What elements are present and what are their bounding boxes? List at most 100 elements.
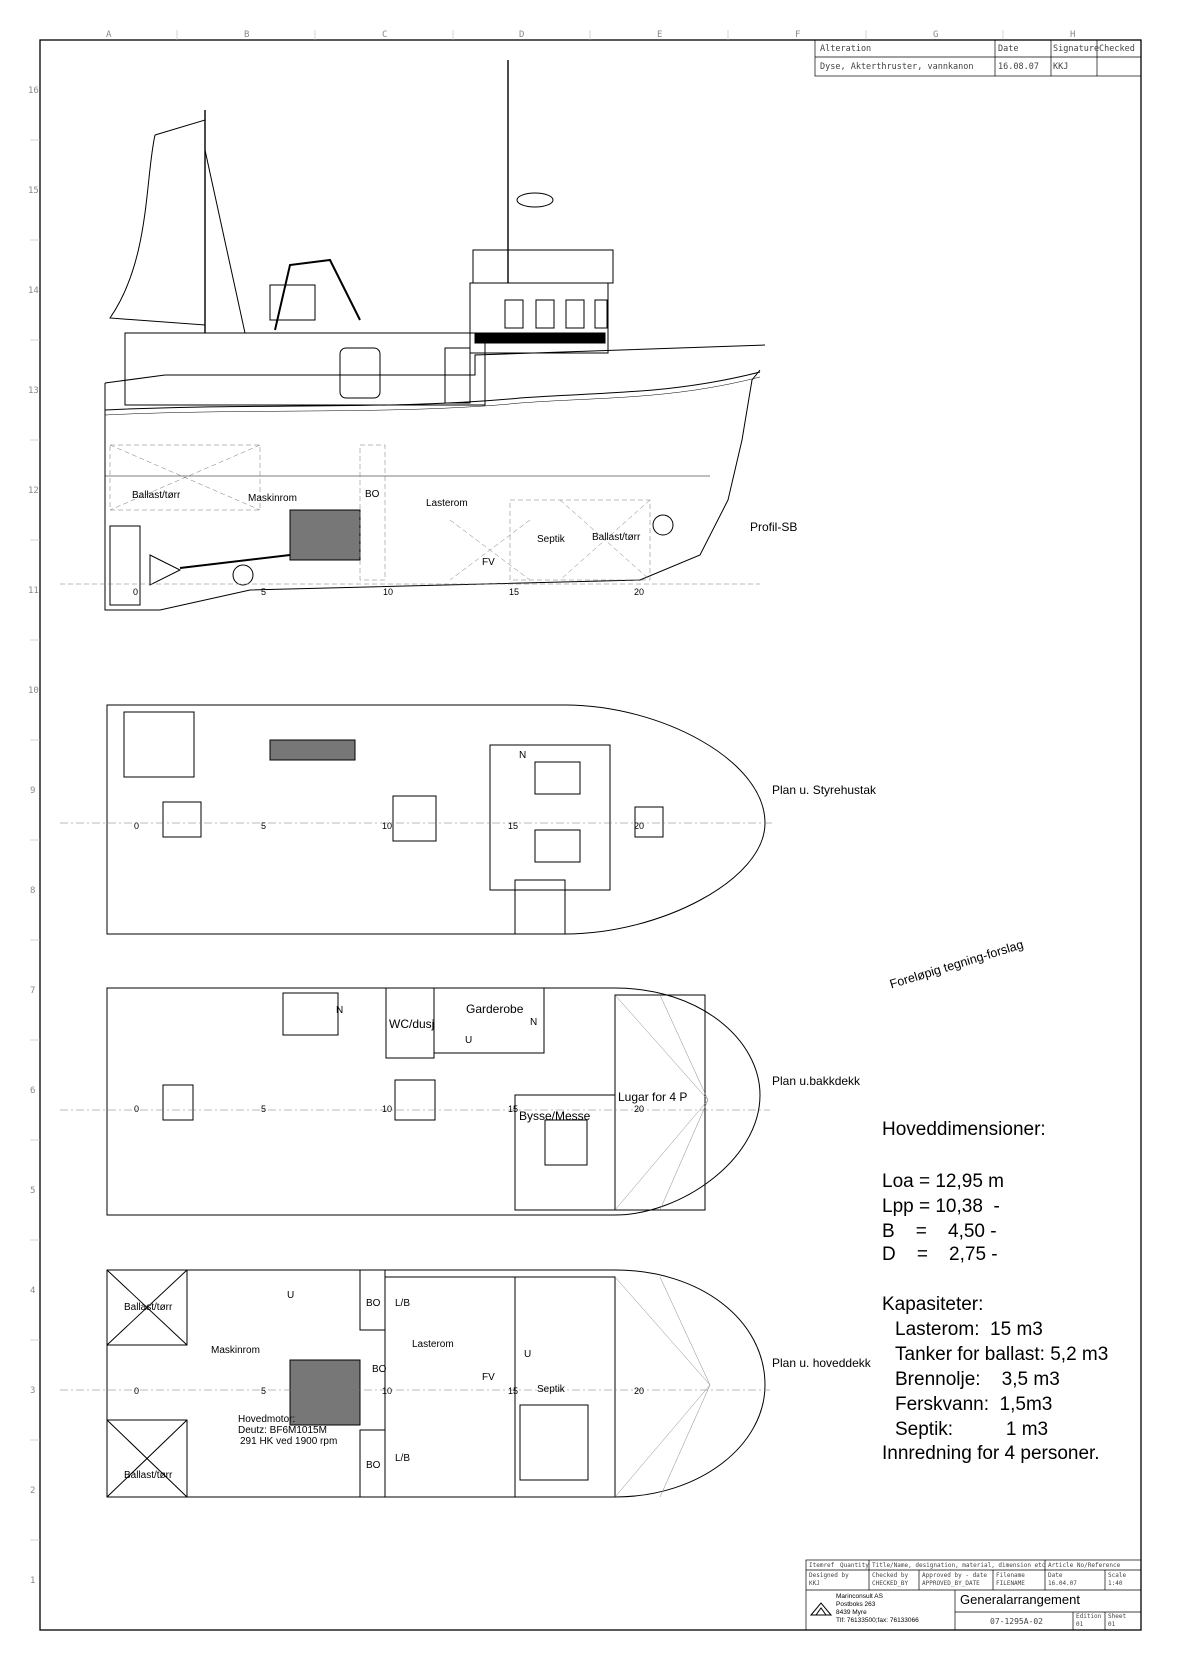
- company-name: Marinconsult AS: [836, 1593, 883, 1600]
- profile-room-engine: Maskinrom: [248, 493, 297, 504]
- grid-col-f: F: [795, 30, 801, 40]
- maindeck-room-engine: Maskinrom: [211, 1345, 260, 1356]
- forecastle-frame-0: 0: [134, 1104, 140, 1114]
- maindeck-mark-u-1: U: [287, 1290, 295, 1301]
- maindeck-room-bo-2: BO: [372, 1364, 387, 1375]
- grid-col-b: B: [244, 30, 250, 40]
- forecastle-room-galley: Bysse/Messe: [519, 1109, 591, 1123]
- grid-row-16: 16: [28, 86, 39, 96]
- tb-designed-by-label: Designed by: [809, 1572, 849, 1579]
- grid-col-e: E: [657, 30, 663, 40]
- tb-edition: 01: [1076, 1621, 1084, 1628]
- profile-frame-10: 10: [383, 587, 394, 597]
- forecastle-room-wc: WC/dusj: [389, 1017, 435, 1031]
- grid-col-a: A: [106, 30, 112, 40]
- grid-row-10: 10: [28, 686, 39, 696]
- maindeck-room-septic: Septik: [537, 1384, 565, 1395]
- maindeck-room-cargo: Lasterom: [412, 1339, 454, 1350]
- grid-col-c: C: [382, 30, 388, 40]
- forecastle-room-cabin: Lugar for 4 P: [618, 1090, 688, 1104]
- tb-title-name: Title/Name, designation, material, dimen…: [872, 1562, 1046, 1569]
- rev-header-date: Date: [998, 44, 1019, 54]
- grid-row-15: 15: [28, 186, 39, 196]
- wheelhouse-frame-20: 20: [634, 821, 645, 831]
- forecastle-frame-10: 10: [382, 1104, 393, 1114]
- profile-frame-5: 5: [261, 587, 267, 597]
- wheelhouse-frame-10: 10: [382, 821, 393, 831]
- view-title-forecastle: Plan u.bakkdekk: [772, 1074, 861, 1088]
- company-city: 8439 Myre: [836, 1609, 867, 1616]
- view-title-profile: Profil-SB: [750, 520, 798, 534]
- rev-date: 16.08.07: [998, 62, 1039, 72]
- grid-col-h: H: [1070, 30, 1076, 40]
- grid-row-7: 7: [30, 986, 36, 996]
- rev-header-alteration: Alteration: [820, 44, 872, 54]
- profile-frame-15: 15: [509, 587, 520, 597]
- company-logo-icon: [810, 1602, 832, 1616]
- capacity-septic: Septik: 1 m3: [895, 1419, 1049, 1440]
- maindeck-room-bo-3: BO: [366, 1460, 381, 1471]
- maindeck-room-bo-1: BO: [366, 1298, 381, 1309]
- grid-row-2: 2: [30, 1486, 36, 1496]
- capacity-fuel: Brennolje: 3,5 m3: [895, 1369, 1060, 1390]
- tb-itemref: Itemref: [809, 1562, 835, 1569]
- wheelhouse-mark-n: N: [519, 750, 527, 761]
- dimension-loa: Loa = 12,95 m: [882, 1171, 1005, 1192]
- rev-header-signature: Signature: [1053, 44, 1100, 54]
- grid-row-5: 5: [30, 1186, 36, 1196]
- tb-checked-by-label: Checked by: [872, 1572, 909, 1579]
- capacities-heading: Kapasiteter:: [882, 1294, 984, 1315]
- engine-note-line-3: 291 HK ved 1900 rpm: [240, 1436, 338, 1447]
- wheelhouse-frame-5: 5: [261, 821, 267, 831]
- maindeck-frame-5: 5: [261, 1386, 267, 1396]
- rev-signature: KKJ: [1053, 62, 1069, 72]
- grid-row-12: 12: [28, 486, 39, 496]
- grid-col-d: D: [519, 30, 525, 40]
- dimensions-heading: Hoveddimensioner:: [882, 1119, 1046, 1140]
- view-title-wheelhouse: Plan u. Styrehustak: [772, 783, 877, 797]
- drawing-title: Generalarrangement: [960, 1592, 1080, 1607]
- maindeck-room-lb-2: L/B: [395, 1453, 411, 1464]
- maindeck-frame-20: 20: [634, 1386, 645, 1396]
- maindeck-room-ballast-2: Ballast/tørr: [124, 1470, 173, 1481]
- grid-row-6: 6: [30, 1086, 36, 1096]
- tb-scale: 1:40: [1108, 1580, 1123, 1587]
- grid-row-3: 3: [30, 1386, 36, 1396]
- tb-sheet: 01: [1108, 1621, 1116, 1628]
- profile-room-bo: BO: [365, 489, 380, 500]
- profile-room-fv: FV: [482, 557, 495, 568]
- tb-approved-label: Approved by - date: [922, 1572, 988, 1579]
- maindeck-room-ballast-1: Ballast/tørr: [124, 1302, 173, 1313]
- rev-alteration: Dyse, Akterthruster, vannkanon: [820, 62, 974, 72]
- tb-date-label: Date: [1048, 1572, 1063, 1579]
- profile-frame-20: 20: [634, 587, 645, 597]
- grid-row-13: 13: [28, 386, 39, 396]
- maindeck-frame-15: 15: [508, 1386, 519, 1396]
- tb-quantity: Quantity: [840, 1562, 869, 1569]
- tb-filename-label: Filename: [996, 1572, 1025, 1579]
- maindeck-mark-u-2: U: [524, 1349, 532, 1360]
- forecastle-frame-5: 5: [261, 1104, 267, 1114]
- grid-row-9: 9: [30, 786, 36, 796]
- tb-sheet-label: Sheet: [1108, 1613, 1127, 1620]
- maindeck-frame-0: 0: [134, 1386, 140, 1396]
- capacity-cargo: Lasterom: 15 m3: [895, 1319, 1043, 1340]
- grid-row-14: 14: [28, 286, 39, 296]
- profile-room-ballast-fwd: Ballast/tørr: [592, 532, 641, 543]
- tb-designed-by: KKJ: [809, 1580, 820, 1587]
- forecastle-frame-20: 20: [634, 1104, 645, 1114]
- capacity-ballast: Tanker for ballast: 5,2 m3: [895, 1344, 1109, 1365]
- company-postbox: Postboks 263: [836, 1601, 876, 1608]
- engine-note-line-2: Deutz: BF6M1015M: [238, 1425, 327, 1436]
- tb-scale-label: Scale: [1108, 1572, 1127, 1579]
- tb-date: 16.04.07: [1048, 1580, 1077, 1587]
- maindeck-room-lb-1: L/B: [395, 1298, 411, 1309]
- maindeck-room-fv: FV: [482, 1372, 495, 1383]
- tb-approved: APPROVED_BY_DATE: [922, 1580, 980, 1587]
- tb-filename: FILENAME: [996, 1580, 1025, 1587]
- grid-col-g: G: [933, 30, 939, 40]
- tb-article-no: Article No/Reference: [1048, 1562, 1121, 1569]
- company-phone: Tlf: 76133500;fax: 76133066: [836, 1617, 919, 1624]
- forecastle-mark-n-1: N: [336, 1005, 344, 1016]
